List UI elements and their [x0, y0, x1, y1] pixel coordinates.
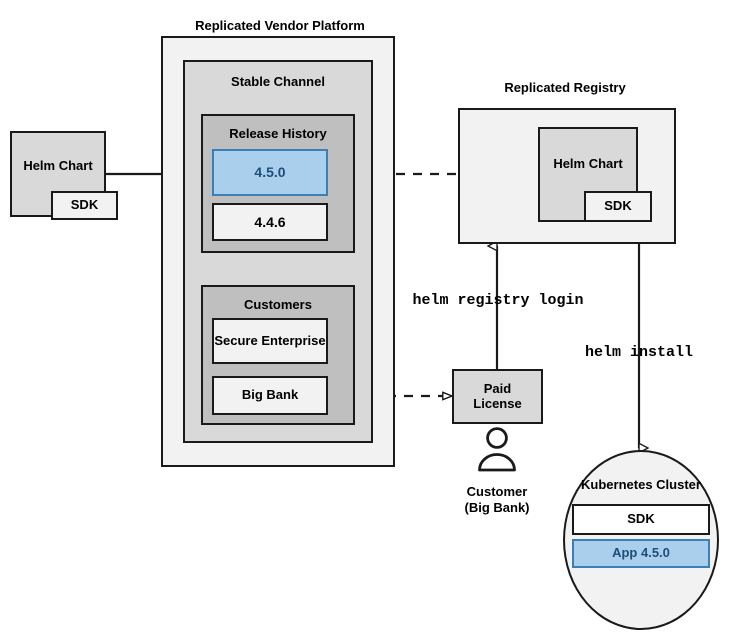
release-item-446[interactable]: 4.4.6 — [212, 203, 328, 241]
source-sdk-label: SDK — [70, 197, 99, 213]
release-version-label: 4.4.6 — [254, 213, 286, 230]
cluster-sdk-label: SDK — [627, 511, 655, 527]
source-helm-chart-label: Helm Chart — [23, 157, 93, 173]
release-history-title-text: Release History — [229, 126, 327, 141]
cluster-app-label: App 4.5.0 — [612, 545, 670, 561]
customer-actor-label: Customer (Big Bank) — [437, 484, 557, 517]
registry-sdk-label: SDK — [604, 198, 632, 214]
customer-actor-line1: Customer — [466, 484, 528, 499]
platform-title: Replicated Vendor Platform — [160, 18, 400, 33]
registry-helm-chart-label: Helm Chart — [553, 156, 623, 172]
helm-registry-login-text: helm registry login — [412, 292, 584, 309]
helm-install-command: helm install — [563, 344, 715, 361]
registry-title: Replicated Registry — [458, 80, 672, 95]
stable-channel-title: Stable Channel — [185, 74, 371, 89]
platform-title-text: Replicated Vendor Platform — [195, 18, 365, 33]
release-version-label: 4.5.0 — [254, 164, 286, 181]
registry-title-text: Replicated Registry — [504, 80, 626, 95]
customers-title: Customers — [203, 297, 353, 312]
customer-name-label: Secure Enterprise — [214, 332, 326, 348]
source-sdk-box: SDK — [51, 191, 118, 220]
customers-title-text: Customers — [244, 297, 312, 312]
registry-sdk-box: SDK — [584, 191, 652, 222]
paid-license-box: Paid License — [452, 369, 543, 424]
person-icon — [478, 427, 516, 472]
cluster-app-box: App 4.5.0 — [572, 539, 710, 568]
release-history-title: Release History — [203, 126, 353, 141]
customer-item-secure-enterprise[interactable]: Secure Enterprise — [212, 318, 328, 364]
stable-channel-title-text: Stable Channel — [231, 74, 325, 89]
customer-name-label: Big Bank — [241, 387, 299, 403]
paid-license-label-line1: Paid — [483, 380, 512, 396]
release-item-450[interactable]: 4.5.0 — [212, 149, 328, 196]
cluster-sdk-box: SDK — [572, 504, 710, 535]
customer-item-big-bank[interactable]: Big Bank — [212, 376, 328, 415]
helm-install-text: helm install — [584, 344, 694, 361]
kubernetes-cluster-title: Kubernetes Cluster — [563, 477, 719, 493]
kubernetes-cluster-title-text: Kubernetes Cluster — [581, 477, 701, 492]
customer-actor-line2: (Big Bank) — [464, 500, 530, 516]
helm-registry-login-command: helm registry login — [393, 292, 603, 309]
paid-license-label-line2: License — [473, 395, 522, 411]
